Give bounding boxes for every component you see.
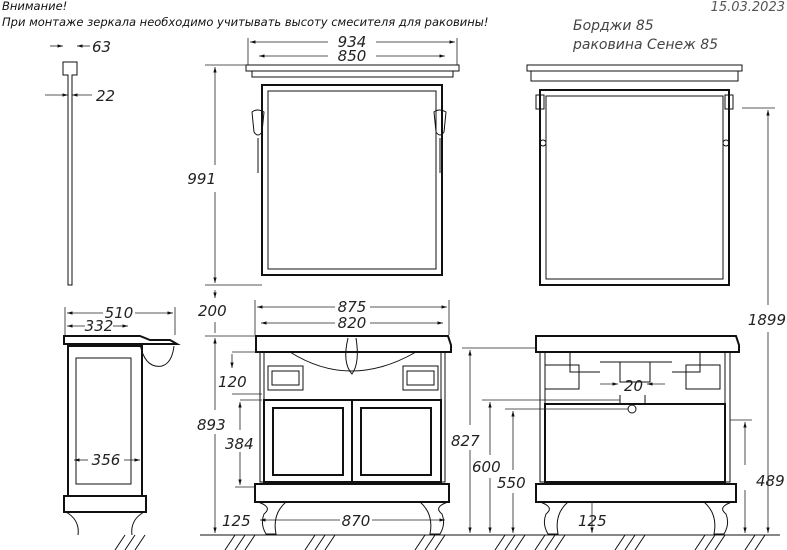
date: 15.03.2023 — [711, 0, 785, 15]
dim-827: 827 — [451, 432, 480, 450]
dim-356: 356 — [92, 451, 121, 469]
dim-120: 120 — [218, 373, 247, 391]
warning-title: Внимание! — [2, 0, 67, 13]
dim-875: 875 — [338, 298, 367, 316]
dim-510: 510 — [105, 304, 134, 322]
dim-991: 991 — [187, 170, 216, 188]
dim-1899: 1899 — [748, 311, 786, 329]
model-name: Борджи 85 — [573, 18, 654, 34]
dim-332: 332 — [85, 317, 114, 335]
dim-125-front: 125 — [222, 512, 251, 530]
cabinet-back-view: 20 827 600 550 489 125 — [451, 335, 785, 535]
dim-125-back: 125 — [578, 512, 607, 530]
dim-63: 63 — [92, 38, 111, 56]
mirror-front-view: 934 850 991 — [187, 33, 460, 286]
mirror-back-view — [526, 64, 743, 286]
cabinet-front-view: 200 875 820 893 120 384 125 870 — [197, 290, 452, 535]
sink-name: раковина Сенеж 85 — [572, 37, 718, 53]
dim-550: 550 — [497, 474, 526, 492]
dim-820: 820 — [338, 314, 367, 332]
dim-22: 22 — [96, 87, 115, 105]
cabinet-side-view: 510 332 356 — [63, 304, 181, 536]
dim-850: 850 — [338, 47, 367, 65]
dim-870: 870 — [342, 512, 371, 530]
floor-line — [114, 534, 780, 550]
dim-934: 934 — [338, 33, 367, 51]
warning-text: При монтаже зеркала необходимо учитывать… — [2, 15, 488, 29]
dim-893: 893 — [197, 416, 226, 434]
dim-200: 200 — [198, 302, 227, 320]
dim-489: 489 — [756, 472, 785, 490]
mirror-side-view: 63 22 — [45, 38, 115, 286]
dim-20: 20 — [624, 377, 643, 395]
dim-384: 384 — [225, 435, 254, 453]
dim-600: 600 — [472, 458, 501, 476]
